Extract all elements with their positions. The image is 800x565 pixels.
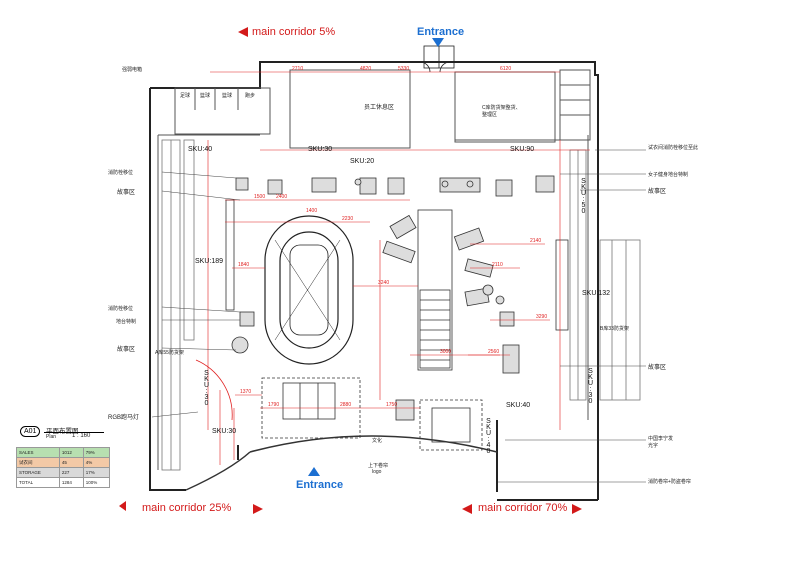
legend-row-sales: SALES 1012 79% [16, 447, 111, 458]
story-area-label: 故事区 [117, 190, 136, 196]
sku-label: SKU:132 [582, 290, 611, 297]
dimension-label: 2400 [276, 194, 288, 200]
legend-row-storage: STORAGE 227 17% [16, 467, 111, 478]
fire-shutter-label: 消防卷帘+防盗卷帘 [648, 479, 691, 485]
dimension-label: 2110 [492, 262, 503, 268]
legend-cell: 45 [58, 457, 84, 468]
legend-cell: STORAGE [16, 467, 60, 478]
story-area-label: 故事区 [648, 365, 667, 371]
sku-label: SKU:40 [188, 146, 213, 153]
fire-hydrant-label: 消防栓移位 [108, 306, 134, 312]
legend-cell: 100% [82, 477, 111, 488]
entrance-arrows [308, 38, 444, 476]
corridor-label-top: main corridor 5% [252, 26, 336, 38]
sku-label: SKU:189 [195, 258, 224, 265]
running-label: 跑步 [245, 93, 256, 99]
story-area-label: 故事区 [117, 347, 136, 353]
sku-label: SKU:90 [510, 146, 535, 153]
dimension-label: 2880 [340, 402, 352, 408]
area-legend-table: SALES 1012 79% 试衣间 45 4% STORAGE 227 17%… [16, 447, 111, 488]
legend-cell: 227 [58, 467, 84, 478]
plan-title: 平面布置图 [46, 425, 79, 435]
dimension-label: 2140 [530, 238, 542, 244]
legend-cell: 17% [82, 467, 111, 478]
rgb-light-arc [195, 359, 233, 421]
shutter-label: 上下卷帘 [368, 463, 389, 469]
sku-label: SKU:40 [485, 418, 492, 454]
corridor-label-bottom-right: main corridor 70% [478, 502, 568, 514]
legend-cell: TOTAL [16, 477, 60, 488]
dimension-label: 2230 [342, 216, 354, 222]
leader-lines [151, 149, 646, 483]
dimension-label: 6120 [500, 66, 512, 72]
plan-title-underline [44, 432, 104, 433]
entrance-label-bottom: Entrance [296, 479, 344, 491]
rgb-light-label: RGB跑马灯 [108, 415, 140, 421]
sku-label: SKU:30 [308, 146, 333, 153]
top-entrance-doors [419, 45, 455, 73]
legend-cell: 1284 [58, 477, 84, 488]
racetrack-display [264, 215, 354, 365]
logo-label: logo [372, 469, 382, 475]
left-wall-shelves [161, 139, 195, 471]
electric-box-label: 强弱电箱 [122, 67, 143, 73]
entrance-label-top: Entrance [417, 26, 465, 38]
dimension-label: 5330 [398, 66, 410, 72]
legend-cell: 79% [82, 447, 111, 458]
inner-walls [157, 69, 591, 470]
corridor-label-bottom-left: main corridor 25% [142, 502, 232, 514]
dimension-label: 2710 [292, 66, 304, 72]
dimension-label: 1840 [238, 262, 250, 268]
li-ning-sign-label: 中国李宁发光字 [648, 436, 674, 449]
plan-scale: 1 : 160 [72, 433, 91, 439]
legend-cell: SALES [16, 447, 60, 458]
dimension-label: 4820 [360, 66, 372, 72]
dimension-label: 1370 [240, 389, 252, 395]
staff-area-label: 员工休息区 [364, 105, 395, 111]
dimension-label: 2560 [488, 349, 500, 355]
dimension-label: 1790 [268, 402, 280, 408]
plan-subtitle: Plan [46, 434, 57, 440]
sku-label: SKU:30 [203, 370, 210, 406]
basketball-label: 篮球 [200, 93, 211, 99]
soccer-label: 足球 [180, 93, 191, 99]
dimension-label: 1400 [306, 208, 318, 214]
story-area-label: 故事区 [648, 189, 667, 195]
culture-wall-label: 文化 [372, 438, 383, 444]
dimension-label: 3000 [440, 349, 452, 355]
legend-cell: 试衣间 [16, 457, 60, 468]
dimension-label: 3240 [378, 280, 390, 286]
right-wall-shelves [569, 149, 641, 401]
sku-label: SKU:30 [212, 428, 237, 435]
floor-custom-label: 地台特制 [116, 319, 137, 325]
fixtures [225, 175, 569, 421]
escalator [417, 209, 453, 371]
basketball-label: 篮球 [222, 93, 233, 99]
corridor-arrows [119, 27, 582, 514]
fire-hydrant-label: 试衣间消防栓移位至此 [648, 145, 699, 151]
plan-code-badge: A01 [20, 426, 41, 437]
sku-label: SKU:50 [580, 178, 587, 214]
fire-hydrant-label: 消防栓移位 [108, 170, 134, 176]
legend-row-fitting: 试衣间 45 4% [16, 457, 111, 468]
bottom-entrance-curve [185, 435, 498, 491]
dimension-label: 1750 [386, 402, 398, 408]
sku-label: SKU:30 [587, 368, 594, 404]
sku-label: SKU:40 [506, 402, 531, 409]
legend-cell: 4% [82, 457, 111, 468]
dimension-label: 1500 [254, 194, 266, 200]
womens-custom-label: 女子健身地台特制 [648, 172, 689, 178]
legend-cell: 1012 [58, 447, 84, 458]
storage-a-label: A库55防货架 [155, 350, 184, 356]
dimension-label: 3290 [536, 314, 548, 320]
legend-row-total: TOTAL 1284 100% [16, 477, 111, 488]
dimension-lines [207, 71, 590, 465]
storage-b-label: B库33防货架 [600, 326, 629, 332]
sku-label: SKU:20 [350, 158, 375, 165]
storage-c-label: C库防货架整货、整理区 [482, 105, 521, 118]
